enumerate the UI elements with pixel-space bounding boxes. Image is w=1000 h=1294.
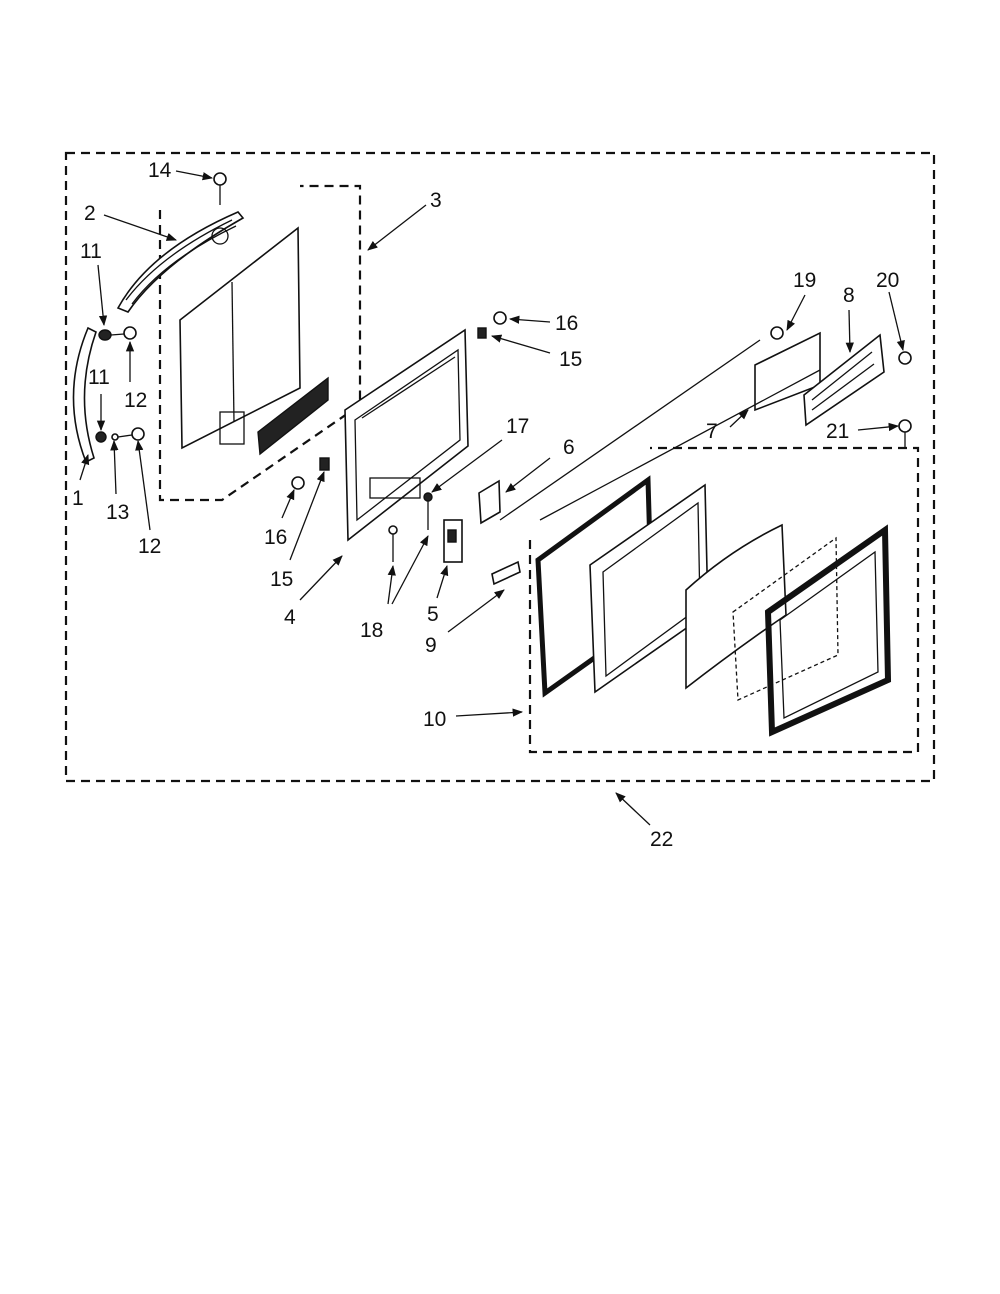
assembly-boundary xyxy=(64,151,936,783)
clip-screw-left xyxy=(291,457,330,490)
callout-14: 14 xyxy=(148,159,172,182)
handle-part xyxy=(72,326,97,464)
callout-16-right: 16 xyxy=(555,312,578,335)
callout-15-left: 15 xyxy=(270,568,293,591)
callout-2: 2 xyxy=(84,202,96,225)
callout-3: 3 xyxy=(430,189,442,212)
door-assembly-group-boundary xyxy=(528,446,920,754)
console-frame-part xyxy=(344,328,469,542)
vent-part xyxy=(803,333,885,427)
callout-8: 8 xyxy=(843,284,855,307)
callout-22: 22 xyxy=(650,828,673,851)
console-glass-part xyxy=(179,226,329,456)
callout-17: 17 xyxy=(506,415,529,438)
callout-21: 21 xyxy=(826,420,849,443)
callout-5: 5 xyxy=(427,603,439,626)
callout-4: 4 xyxy=(284,606,296,629)
callout-7: 7 xyxy=(706,420,718,443)
screw-part-20 xyxy=(898,351,912,365)
callout-19: 19 xyxy=(793,269,816,292)
handle-hardware-upper xyxy=(98,326,137,341)
callout-15-right: 15 xyxy=(559,348,582,371)
callout-12-lower: 12 xyxy=(138,535,161,558)
top-trim-part xyxy=(116,211,245,313)
outer-door-part xyxy=(764,524,892,737)
switch-part xyxy=(443,519,463,563)
clip-screw-right xyxy=(477,311,507,339)
handle-hardware-lower xyxy=(95,427,145,443)
insulation-part xyxy=(732,536,839,701)
callout-16-left: 16 xyxy=(264,526,287,549)
callout-12-upper: 12 xyxy=(124,389,147,412)
callout-6: 6 xyxy=(563,436,575,459)
leader-lines xyxy=(79,170,905,826)
plate-part xyxy=(478,479,501,525)
callout-20: 20 xyxy=(876,269,899,292)
callout-11-upper: 11 xyxy=(80,240,102,263)
screw-part-19 xyxy=(770,326,784,340)
alignment-line xyxy=(539,369,821,521)
screw-part xyxy=(213,172,227,205)
callout-11-lower: 11 xyxy=(88,366,110,389)
callout-10: 10 xyxy=(423,708,446,731)
callout-13: 13 xyxy=(106,501,129,524)
callout-9: 9 xyxy=(425,634,437,657)
callout-1: 1 xyxy=(72,487,84,510)
alignment-line xyxy=(499,339,761,521)
screws-lower xyxy=(388,492,433,562)
screw-part-21 xyxy=(898,419,912,447)
hinge-part xyxy=(491,560,521,586)
control-panel-group-boundary xyxy=(158,184,362,502)
callout-18: 18 xyxy=(360,619,383,642)
